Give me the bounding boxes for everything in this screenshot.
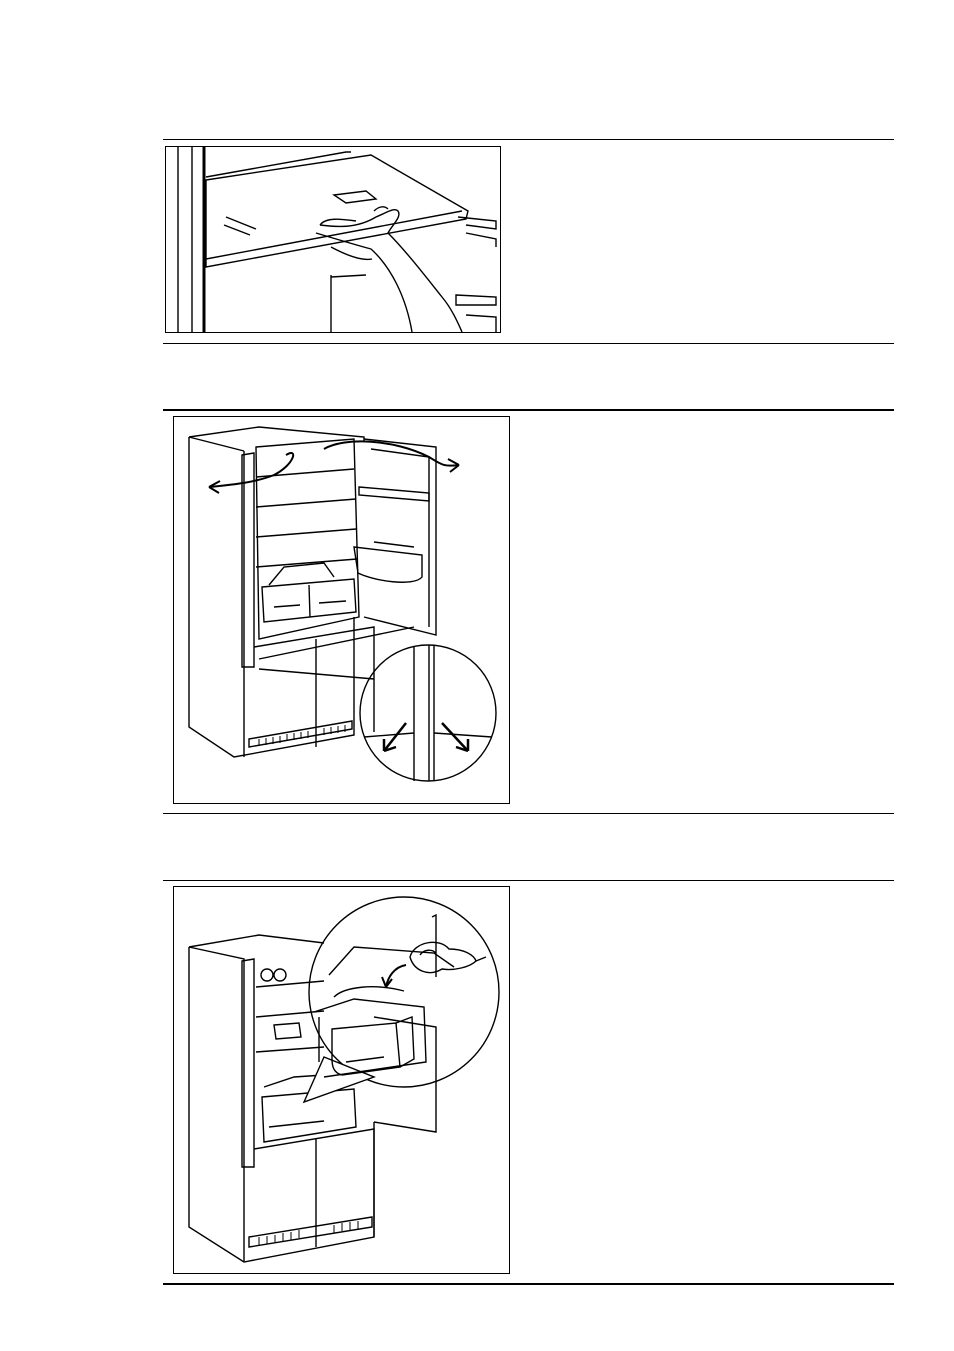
fridge-doors-opening-with-detail-illustration xyxy=(174,417,509,803)
section-2-bottom-rule xyxy=(163,813,894,814)
section-3-top-rule xyxy=(163,880,894,881)
drawer-fruit-figure xyxy=(173,886,510,1274)
shelf-removal-figure xyxy=(165,146,501,333)
section-3-bottom-rule xyxy=(163,1283,894,1285)
door-opening-figure xyxy=(173,416,510,804)
section-1-top-rule xyxy=(163,139,894,140)
section-2-top-rule xyxy=(163,409,894,411)
hand-pulling-glass-shelf-illustration xyxy=(166,147,500,332)
section-1-bottom-rule xyxy=(163,343,894,344)
fridge-drawer-with-food-detail-illustration xyxy=(174,887,509,1273)
